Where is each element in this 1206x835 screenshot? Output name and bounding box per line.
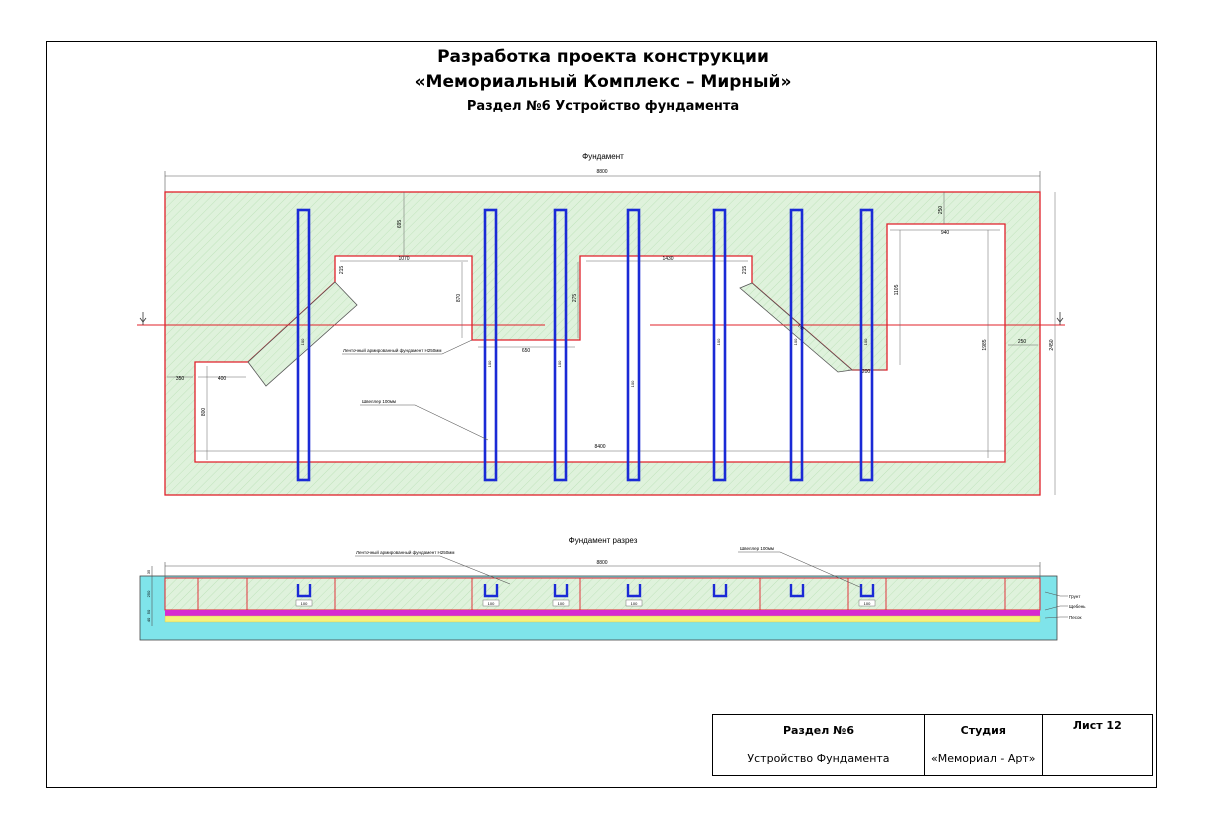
plan-beam-label-8: 100 [797, 323, 806, 332]
section-annotation-channel: Швеллер 100мм [740, 546, 774, 551]
plan-dim-1430: 1430 [662, 256, 673, 262]
title-line-2: «Мемориальный Комплекс – Мирный» [414, 72, 792, 92]
section-channel-label-4: 100 [631, 601, 638, 606]
section-channel-label-5: 100 [864, 601, 871, 606]
section-layer-gravel: Щебень [1069, 604, 1086, 609]
plan-dim-400: 400 [218, 376, 227, 382]
section-channel-label-1: 100 [301, 601, 308, 606]
plan-dim-215-left: 215 [339, 266, 345, 275]
section-layer-ground: Грунт [1069, 594, 1080, 599]
plan-dim-250-top: 250 [938, 206, 944, 215]
plan-dim-800: 800 [201, 408, 207, 417]
plan-beam-2 [483, 208, 498, 482]
plan-beam-label-1: 100 [300, 338, 305, 345]
plan-dim-overall-width: 8800 [596, 169, 607, 175]
plan-dim-650: 650 [522, 348, 531, 354]
drawing-sheet-border [46, 41, 1157, 788]
plan-beam-1 [296, 208, 311, 482]
plan-diagonal-strip-left [247, 281, 358, 387]
section-channel-label-3: 100 [558, 601, 565, 606]
plan-leaders [342, 339, 489, 441]
plan-dim-inner-width: 8400 [594, 444, 605, 450]
plan-annotation-channel: Швеллер 100мм [362, 399, 396, 404]
section-channel-5 [712, 584, 728, 598]
section-dim-40: 40 [146, 617, 151, 622]
plan-dim-250-right: 250 [1018, 339, 1027, 345]
plan-annotation-strip-foundation: Ленточный армированный фундамент Н250мм [343, 347, 441, 353]
title-block-studio-name: «Мемориал - Арт» [931, 752, 1036, 765]
section-channel-label-boxes [295, 599, 876, 607]
section-channel-1 [296, 584, 312, 598]
plan-section-arrows [139, 312, 1064, 325]
section-channels [296, 584, 875, 598]
plan-dim-1985: 1985 [982, 339, 988, 350]
plan-dim-215-right: 215 [742, 266, 748, 275]
plan-dim-1105: 1105 [894, 284, 900, 295]
section-layer-sand: Песок [1069, 615, 1082, 620]
title-block-studio: Студия «Мемориал - Арт» [923, 714, 1043, 776]
title-block-section: Раздел №6 Устройство Фундамента [712, 714, 925, 776]
plan-dim-350: 350 [176, 376, 185, 382]
title-block: Раздел №6 Устройство Фундамента Студия «… [712, 714, 1154, 776]
section-channel-3 [553, 584, 569, 598]
section-dim-50: 50 [146, 609, 151, 614]
section-channel-label-2: 100 [488, 601, 495, 606]
plan-inner-dimensions [167, 192, 1056, 495]
plan-dim-275: 275 [572, 294, 578, 303]
plan-dim-940: 940 [941, 230, 950, 236]
plan-beam-label-7: 100 [863, 338, 868, 345]
section-dim-35: 35 [146, 569, 151, 574]
title-block-section-no: Раздел №6 [782, 724, 854, 737]
plan-dim-200: 200 [862, 369, 871, 375]
plan-beam-5 [712, 208, 727, 482]
section-leaders [355, 551, 1068, 619]
section-overall-dimension [151, 562, 1041, 626]
title-block-section-name: Устройство Фундамента [747, 752, 890, 765]
section-channel-2 [483, 584, 499, 598]
plan-beam-6 [789, 208, 804, 482]
section-caption: Фундамент разрез [569, 536, 638, 545]
plan-channel-beams [296, 208, 874, 482]
title-block-sheet-number: Лист 12 [1041, 714, 1154, 776]
section-channel-4 [626, 584, 642, 598]
title-block-studio-label: Студия [960, 724, 1006, 737]
plan-beam-label-2: 100 [487, 360, 492, 367]
plan-beam-label-6: 100 [793, 338, 798, 345]
plan-beam-label-3: 100 [557, 360, 562, 367]
section-annotation-strip-foundation: Ленточный армированный фундамент Н250мм [356, 549, 454, 555]
section-dim-height: 250 [146, 590, 151, 597]
section-strip-dividers [197, 578, 1006, 610]
section-gravel-layer [165, 610, 1040, 616]
plan-beam-7 [859, 208, 874, 482]
plan-dim-2450: 2450 [1049, 339, 1055, 350]
section-dim-overall: 8800 [596, 560, 607, 566]
plan-diagonal-strip-right [739, 282, 853, 373]
section-sand-layer [164, 615, 1041, 623]
plan-dim-1070: 1070 [398, 256, 409, 262]
plan-beam-3 [553, 208, 568, 482]
plan-beam-label-4: 100 [630, 380, 635, 387]
section-channel-7 [859, 584, 875, 598]
plan-beam-label-5: 100 [716, 338, 721, 345]
title-line-3: Раздел №6 Устройство фундамента [466, 99, 740, 114]
title-line-1: Разработка проекта конструкции [437, 47, 769, 67]
plan-beam-4 [626, 208, 641, 482]
plan-overall-dimension [164, 171, 1041, 192]
plan-dim-695: 695 [397, 220, 403, 229]
section-channel-6 [789, 584, 805, 598]
plan-dim-870: 870 [456, 294, 462, 303]
plan-caption: Фундамент [582, 152, 624, 161]
